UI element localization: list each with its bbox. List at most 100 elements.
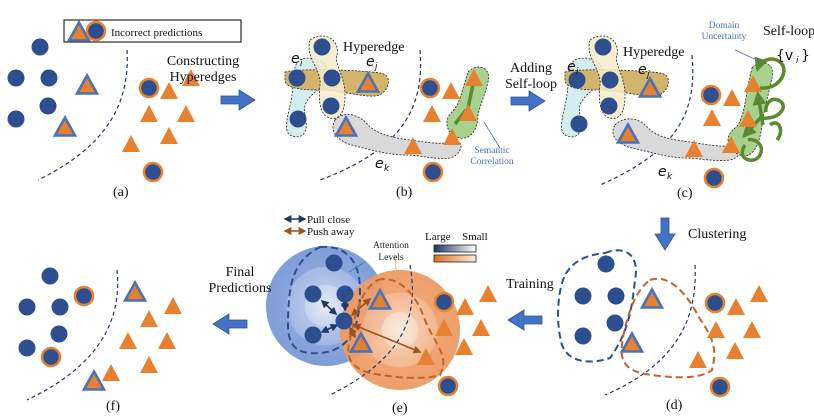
blue-node (288, 69, 306, 87)
orange-node (140, 105, 158, 122)
blue-node (601, 71, 619, 89)
legend-label: Incorrect predictions (111, 27, 202, 39)
decision-boundary (37, 49, 128, 181)
selfloop-set-close: } (801, 48, 810, 64)
orange-cluster-outline (347, 278, 445, 379)
step-final: Final Predictions (209, 265, 272, 335)
domain-note-line1: Domain (709, 21, 740, 31)
incorrect-triangle (640, 288, 664, 309)
step-final-line1: Final (226, 265, 255, 280)
domain-note-line2: Uncertainty (702, 32, 747, 42)
edge-ej-sub: j (373, 62, 378, 72)
incorrect-circle (437, 375, 459, 397)
blue-node (50, 325, 68, 343)
hyperedge-label: Hyperedge (623, 45, 684, 60)
blue-node (7, 69, 25, 87)
scale-small-label: Small (462, 231, 488, 243)
blue-attention-scale (433, 244, 477, 253)
orange-node (160, 127, 178, 144)
orange-node (164, 297, 182, 314)
step-clustering: Clustering (654, 217, 746, 251)
blue-node (600, 97, 618, 115)
incorrect-circle (40, 346, 62, 368)
orange-node (703, 109, 721, 126)
blue-node (18, 339, 36, 357)
blue-node (325, 254, 343, 272)
blue-node (607, 287, 625, 305)
hyperedge-label: Hyperedge (343, 40, 404, 55)
panel-d: (d) (557, 249, 768, 413)
incorrect-circle (142, 161, 164, 183)
orange-node (423, 105, 441, 122)
arrow-right-icon (510, 90, 546, 112)
selfloop-set: {v i } (776, 48, 810, 66)
orange-node (177, 105, 195, 122)
edge-ek-label: e (658, 164, 667, 180)
incorrect-circle (700, 84, 722, 106)
edge-ej-label: e (366, 54, 375, 70)
step-constructing-line2: Hyperedges (170, 70, 237, 85)
incorrect-circle (703, 167, 725, 189)
incorrect-triangle (123, 281, 147, 302)
blue-node (39, 97, 57, 115)
step-adding: Adding Self-loop (505, 61, 557, 112)
panel-b-caption: (b) (396, 185, 413, 200)
edge-ei-sub: i (300, 59, 303, 69)
orange-node (750, 285, 768, 302)
blue-node (570, 115, 588, 133)
blue-cluster-outline (286, 245, 362, 355)
blue-node (606, 314, 624, 332)
orange-node (707, 321, 725, 338)
selfloop-set-sub: i (796, 56, 799, 66)
blue-node (51, 298, 69, 316)
semantic-note-line2: Correlation (470, 157, 514, 167)
orange-node (140, 356, 158, 373)
orange-node (689, 351, 707, 368)
step-adding-line1: Adding (510, 61, 552, 76)
edge-ei-sub: i (576, 67, 579, 77)
step-training: Training (506, 277, 554, 331)
orange-node (479, 285, 497, 302)
orange-node (158, 332, 176, 349)
orange-node (102, 364, 120, 381)
edge-ej-label: e (638, 62, 647, 78)
orange-node (456, 298, 474, 315)
blue-node (336, 285, 354, 303)
edge-ek-label: e (375, 156, 384, 172)
incorrect-circle (709, 376, 731, 398)
incorrect-circle (433, 291, 455, 313)
orange-attention-scale (433, 254, 477, 263)
edge-ek-sub: k (667, 172, 673, 182)
arrow-left-icon (507, 309, 543, 331)
blue-node (40, 69, 58, 87)
blue-node (31, 38, 49, 56)
panel-e: Pull close Push away Attention Levels La… (266, 214, 497, 416)
step-constructing-line1: Constructing (167, 54, 239, 69)
panel-f: (f) (18, 267, 182, 414)
decision-boundary (26, 269, 119, 401)
incorrect-circle (704, 292, 726, 314)
incorrect-circle (73, 285, 95, 307)
push-label: Push away (307, 226, 355, 238)
blue-node (335, 312, 353, 330)
semantic-note-line1: Semantic (474, 146, 509, 156)
step-training-label: Training (506, 277, 554, 292)
edge-ej-sub: j (645, 70, 650, 80)
blue-node (597, 255, 615, 273)
attention-label-line2: Levels (378, 253, 404, 263)
blue-node (574, 287, 592, 305)
blue-node (594, 38, 612, 56)
orange-node (472, 319, 490, 336)
edge-ek-sub: k (384, 164, 390, 174)
push-arrows (348, 297, 422, 354)
incorrect-triangle (75, 74, 99, 95)
orange-node (119, 332, 137, 349)
step-final-line2: Predictions (209, 281, 272, 296)
legend: Incorrect predictions (63, 19, 242, 43)
attention-label-line1: Attention (373, 241, 409, 251)
incorrect-circle (419, 77, 441, 99)
incorrect-circle-icon (85, 20, 107, 42)
blue-node (41, 267, 59, 285)
blue-node (313, 38, 331, 56)
incorrect-triangle (82, 370, 106, 391)
